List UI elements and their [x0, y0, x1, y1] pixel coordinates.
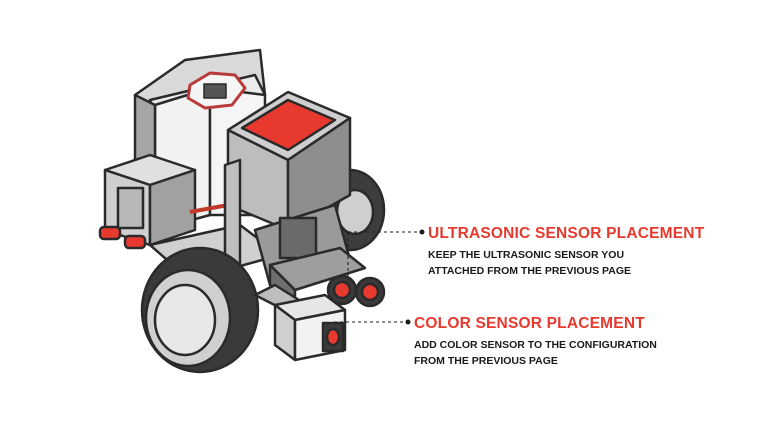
ev3-logo-icon	[186, 71, 247, 110]
callout-line: KEEP THE ULTRASONIC SENSOR YOU	[428, 249, 625, 261]
callout-description: ADD COLOR SENSOR TO THE CONFIGURATION FR…	[414, 337, 657, 369]
callout-line: ATTACHED FROM THE PREVIOUS PAGE	[428, 265, 632, 277]
callout-ultrasonic: ULTRASONIC SENSOR PLACEMENT KEEP THE ULT…	[428, 225, 704, 279]
brick-screen	[226, 90, 352, 232]
ultrasonic-sensor	[268, 246, 386, 308]
callout-color: COLOR SENSOR PLACEMENT ADD COLOR SENSOR …	[414, 315, 657, 369]
wheel-front-left	[140, 246, 260, 374]
callout-line: FROM THE PREVIOUS PAGE	[414, 355, 558, 367]
leader-dots	[405, 229, 425, 325]
axle-pins	[98, 203, 229, 250]
callout-description: KEEP THE ULTRASONIC SENSOR YOU ATTACHED …	[428, 247, 704, 279]
color-sensor	[273, 293, 347, 362]
callout-line: ADD COLOR SENSOR TO THE CONFIGURATION	[414, 339, 657, 351]
leader-lines	[334, 231, 420, 323]
callout-title: COLOR SENSOR PLACEMENT	[414, 315, 645, 332]
callout-title: ULTRASONIC SENSOR PLACEMENT	[428, 225, 705, 242]
